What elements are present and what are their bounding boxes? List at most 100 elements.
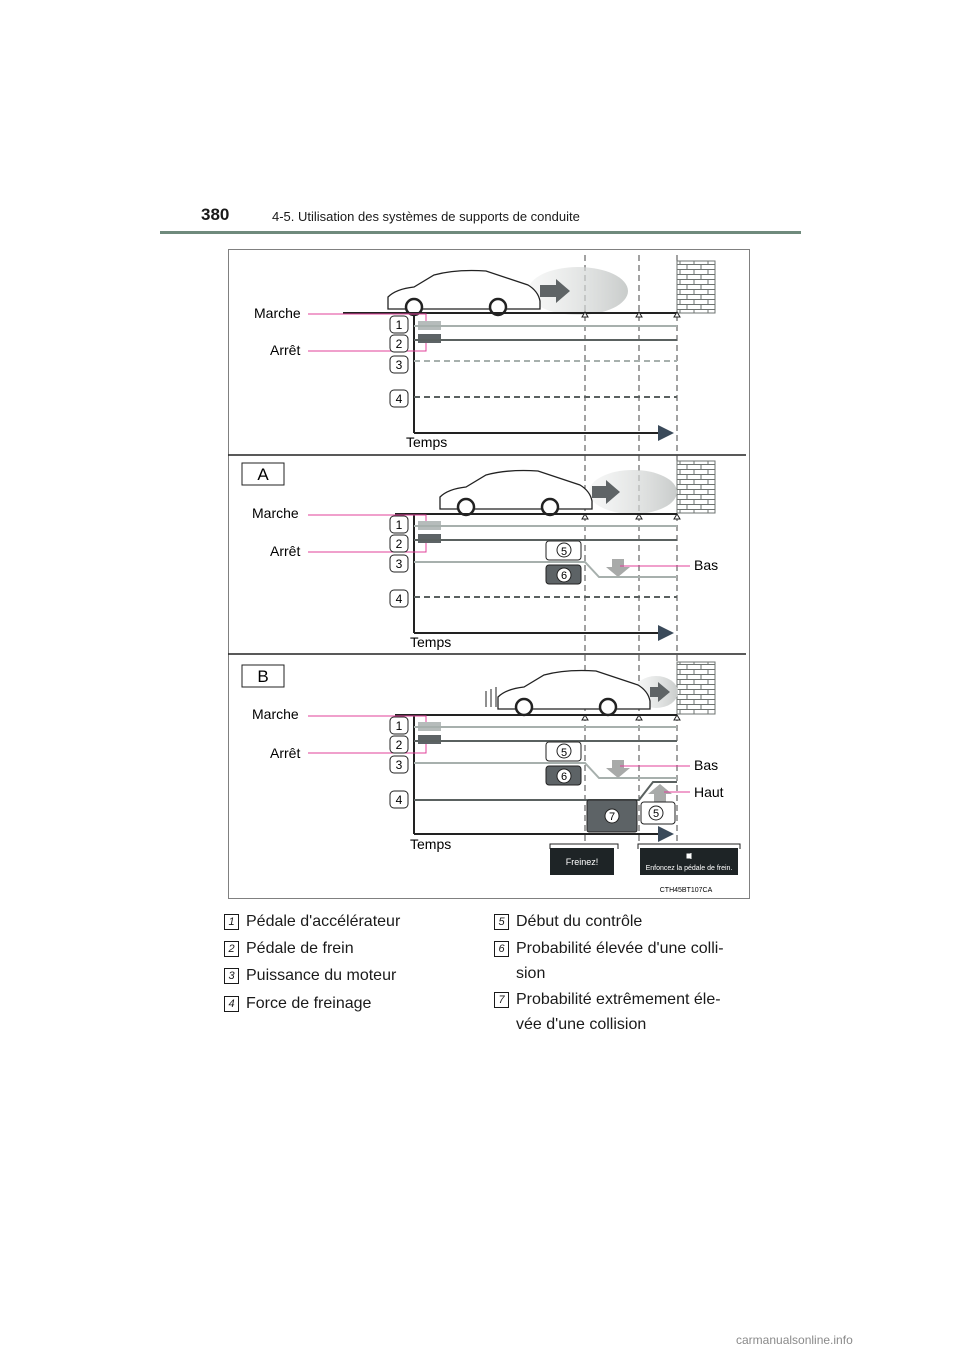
marche-label: Marche bbox=[252, 505, 299, 521]
brick-wall bbox=[676, 460, 716, 514]
panel-b: B Bas Haut 5 6 7 5 Marche Ar bbox=[241, 661, 741, 894]
up-arrow-icon bbox=[648, 784, 672, 802]
brake-bar bbox=[418, 735, 441, 744]
legend-number: 1 bbox=[224, 914, 239, 930]
svg-text:5: 5 bbox=[561, 546, 567, 558]
car-icon bbox=[439, 469, 593, 517]
marche-leader bbox=[308, 715, 427, 722]
svg-text:1: 1 bbox=[396, 518, 403, 532]
svg-text:2: 2 bbox=[396, 738, 403, 752]
svg-text:2: 2 bbox=[396, 337, 403, 351]
marche-leader bbox=[308, 313, 427, 321]
row-marker-2: 2 bbox=[389, 334, 409, 353]
row-marker-4: 4 bbox=[389, 589, 409, 608]
svg-text:2: 2 bbox=[396, 537, 403, 551]
extreme-probability-box: 7 bbox=[586, 799, 638, 833]
marche-leader bbox=[308, 514, 427, 521]
legend-number: 6 bbox=[494, 941, 509, 957]
arret-label: Arrêt bbox=[270, 342, 300, 358]
bas-label: Bas bbox=[694, 757, 718, 773]
row-marker-3: 3 bbox=[389, 355, 409, 374]
haut-label: Haut bbox=[694, 784, 724, 800]
panel-a-tag bbox=[241, 462, 285, 486]
svg-text:7: 7 bbox=[609, 811, 615, 823]
panel-a: A Bas 5 6 Marche Arrêt Temps 1 2 3 4 bbox=[241, 460, 718, 650]
page-number: 380 bbox=[201, 205, 230, 224]
marche-label: Marche bbox=[254, 305, 301, 321]
svg-text:3: 3 bbox=[396, 758, 403, 772]
svg-text:6: 6 bbox=[561, 570, 567, 582]
legend-text: Début du contrôle bbox=[516, 913, 643, 930]
legend-text: Probabilité élevée d'une colli-sion bbox=[516, 940, 724, 982]
row-marker-1: 1 bbox=[389, 315, 409, 334]
legend-text: Pédale de frein bbox=[246, 940, 354, 957]
control-start-box-2: 5 bbox=[640, 801, 676, 825]
control-start-box: 5 bbox=[545, 741, 582, 762]
radar-beam bbox=[589, 470, 677, 514]
panel-a-label: A bbox=[257, 465, 269, 484]
pcs-timing-diagram: Marche Arrêt Temps 1 2 3 4 A Bas 5 bbox=[228, 249, 750, 899]
figure-frame bbox=[228, 249, 750, 899]
brake-bar bbox=[418, 334, 441, 343]
row-marker-2: 2 bbox=[389, 735, 409, 754]
panel-b-label: B bbox=[257, 667, 268, 686]
svg-text:4: 4 bbox=[396, 793, 403, 807]
legend-number: 5 bbox=[494, 914, 509, 930]
enfoncez-display bbox=[640, 848, 738, 875]
temps-label: Temps bbox=[410, 836, 451, 852]
control-start-box: 5 bbox=[545, 540, 582, 561]
legend-text: Force de freinage bbox=[246, 995, 372, 1012]
arret-leader bbox=[308, 343, 427, 352]
row-line-3-power-drop bbox=[414, 762, 677, 779]
svg-text:4: 4 bbox=[396, 592, 403, 606]
legend-number: 3 bbox=[224, 968, 239, 984]
row-line-3-power-drop bbox=[414, 561, 677, 578]
svg-text:4: 4 bbox=[396, 392, 403, 406]
row-marker-3: 3 bbox=[389, 755, 409, 774]
car-icon bbox=[387, 269, 541, 317]
svg-text:3: 3 bbox=[396, 557, 403, 571]
row-marker-1: 1 bbox=[389, 716, 409, 735]
forward-arrow-icon bbox=[540, 279, 570, 303]
enfoncez-text: Enfoncez la pédale de frein. bbox=[646, 865, 733, 872]
row-marker-4: 4 bbox=[389, 389, 409, 408]
svg-text:1: 1 bbox=[396, 719, 403, 733]
down-arrow-icon bbox=[606, 760, 630, 778]
section-title: 4-5. Utilisation des systèmes de support… bbox=[272, 209, 580, 224]
arret-leader bbox=[308, 744, 427, 754]
freinez-display bbox=[550, 848, 614, 875]
legend-text: Pédale d'accélérateur bbox=[246, 913, 401, 930]
brick-wall bbox=[676, 661, 716, 715]
marche-label: Marche bbox=[252, 706, 299, 722]
row-marker-3: 3 bbox=[389, 554, 409, 573]
legend-number: 4 bbox=[224, 996, 239, 1012]
image-code: CTH45BT107CA bbox=[660, 887, 713, 894]
svg-text:3: 3 bbox=[396, 358, 403, 372]
svg-text:5: 5 bbox=[653, 808, 659, 820]
legend-text: Probabilité extrêmement éle-vée d'une co… bbox=[516, 991, 721, 1033]
down-arrow-icon bbox=[606, 559, 630, 577]
temps-label: Temps bbox=[406, 434, 447, 450]
temps-label: Temps bbox=[410, 634, 451, 650]
enfoncez-bracket bbox=[637, 843, 741, 849]
arret-label: Arrêt bbox=[270, 745, 300, 761]
panel-normal: Marche Arrêt Temps 1 2 3 4 bbox=[254, 260, 716, 450]
legend-number: 7 bbox=[494, 992, 509, 1008]
radar-beam bbox=[528, 267, 628, 315]
svg-text:1: 1 bbox=[396, 318, 403, 332]
bas-label: Bas bbox=[694, 557, 718, 573]
tick-marks bbox=[581, 714, 681, 721]
brick-wall bbox=[676, 260, 716, 314]
freinez-text: Freinez! bbox=[566, 857, 599, 867]
car-icon bbox=[485, 669, 651, 717]
panel-b-tag bbox=[241, 664, 285, 688]
high-probability-box: 6 bbox=[545, 765, 582, 786]
arret-label: Arrêt bbox=[270, 543, 300, 559]
row-marker-4: 4 bbox=[389, 790, 409, 809]
legend-number: 2 bbox=[224, 941, 239, 957]
brake-bar bbox=[418, 534, 441, 543]
svg-text:5: 5 bbox=[561, 747, 567, 759]
legend-text: Puissance du moteur bbox=[246, 967, 397, 984]
header-rule bbox=[160, 231, 801, 234]
tick-marks bbox=[581, 513, 681, 520]
